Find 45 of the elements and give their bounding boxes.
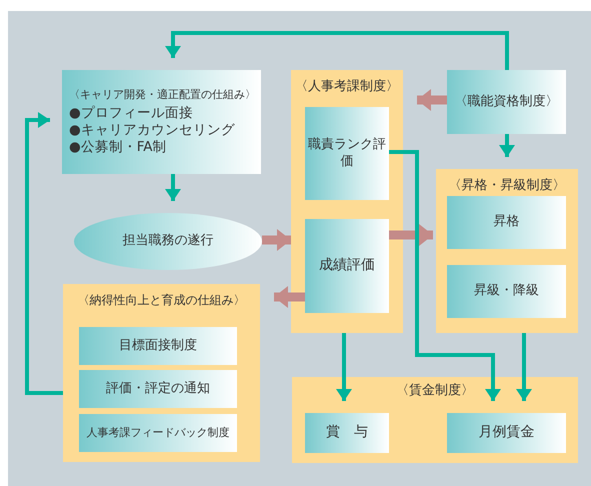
box-label: 職責ランク評価: [307, 137, 387, 170]
bullet-item: ●公募制・FA制: [69, 138, 167, 156]
panel-heading: 〈納得性向上と育成の仕組み〉: [78, 293, 246, 308]
process-box: [447, 70, 566, 134]
process-box: [447, 413, 566, 453]
process-box: [79, 370, 237, 408]
process-box: [305, 107, 389, 200]
process-box: [305, 413, 389, 453]
box-label: 月例賃金: [478, 424, 534, 442]
box-label: 昇級・降級: [474, 283, 539, 300]
system-panel: [292, 377, 578, 463]
system-panel: [63, 284, 260, 462]
system-panel: [436, 169, 578, 333]
arrow: [165, 174, 181, 201]
arrow: [274, 286, 305, 308]
arrow: [417, 89, 447, 111]
box-label: 担当職務の遂行: [122, 233, 214, 250]
arrow: [389, 224, 433, 246]
arrow: [389, 150, 501, 401]
panel-heading: 〈キャリア開発・適正配置の仕組み〉: [69, 88, 256, 102]
box-label: 成績評価: [318, 257, 376, 275]
arrow: [516, 333, 532, 401]
panel-heading: 〈人事考課制度〉: [295, 79, 399, 96]
process-box: [447, 196, 566, 249]
process-box: [447, 265, 566, 318]
box-label: 昇格: [494, 214, 520, 231]
bullet-item: ●プロフィール面接: [69, 105, 193, 122]
system-panel: [291, 70, 403, 333]
arrow: [25, 112, 63, 395]
process-box: [79, 414, 237, 452]
box-label: 賞 与: [325, 424, 369, 442]
process-box: [79, 327, 237, 365]
arrow: [165, 31, 509, 70]
box-label: 〈職能資格制度〉: [454, 94, 558, 110]
arrow: [336, 333, 352, 401]
arrow: [499, 134, 515, 157]
career-box: [62, 70, 261, 174]
panel-heading: 〈昇格・昇級制度〉: [448, 178, 566, 194]
bullet-item: ●キャリアカウンセリング: [69, 122, 235, 139]
box-label: 人事考課フィードバック制度: [86, 426, 230, 440]
panel-heading: 〈賃金制度〉: [396, 383, 474, 400]
arrow: [262, 229, 291, 251]
box-label: 評価・評定の通知: [106, 380, 210, 398]
process-box: [305, 219, 389, 313]
box-label: 目標面接制度: [119, 338, 197, 354]
